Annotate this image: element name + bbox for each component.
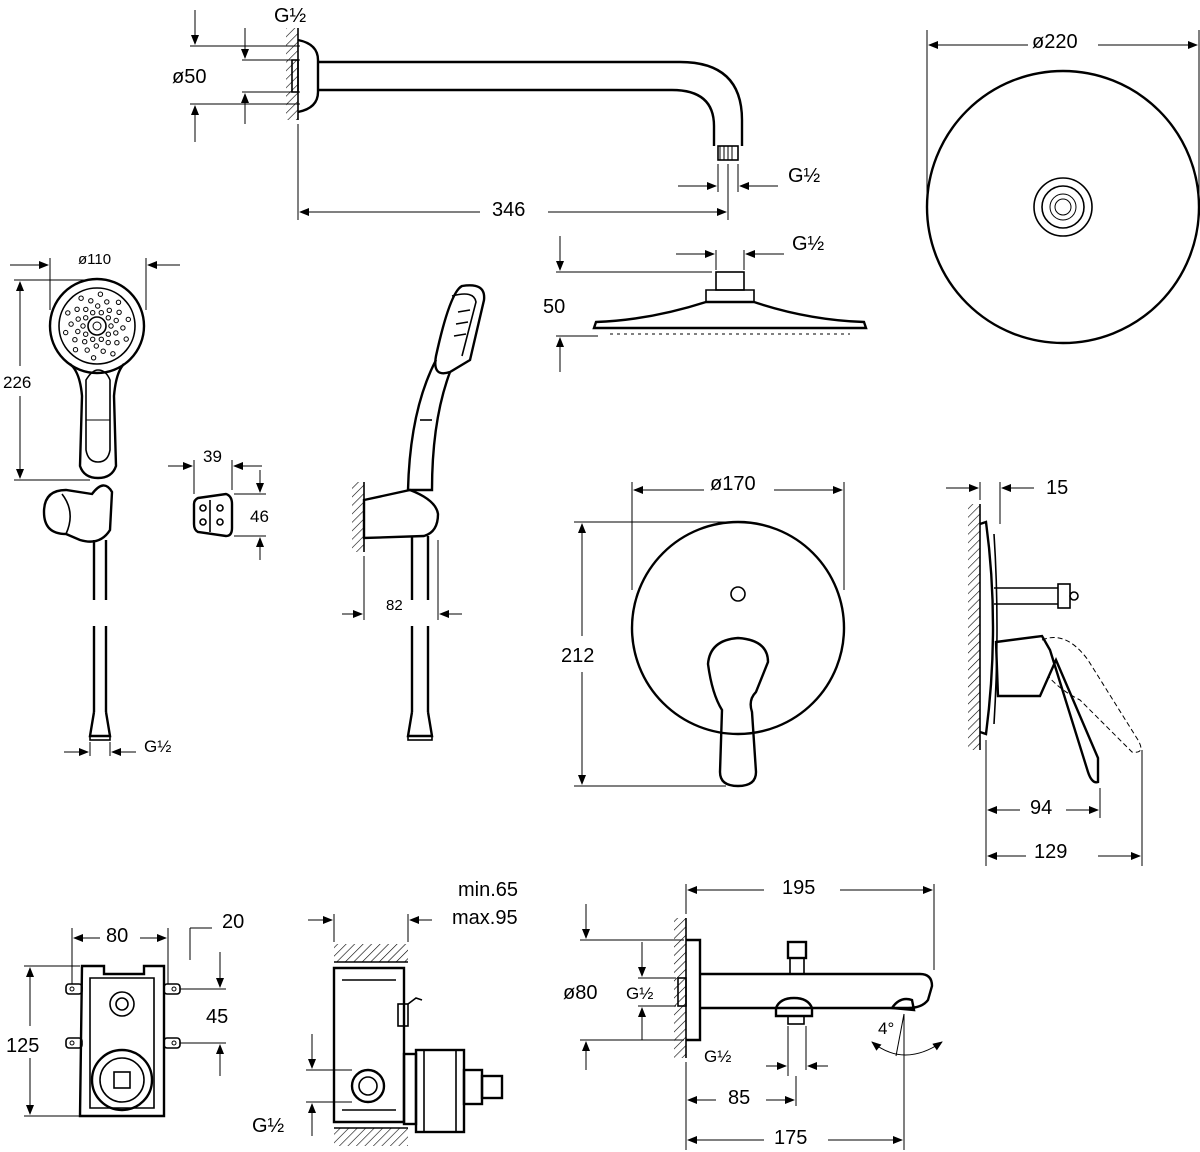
nozzle-dot xyxy=(108,323,114,329)
dim-plate-dia: ø170 xyxy=(710,473,756,495)
shower-arm-view: ø50 G½ 346 G½ xyxy=(172,5,821,221)
nozzle-dot xyxy=(95,303,101,309)
dim-total-depth: 129 xyxy=(1034,841,1067,863)
dim-holder-height: 46 xyxy=(250,507,269,526)
dim-head-height: 50 xyxy=(543,296,565,318)
dim-lever-depth: 94 xyxy=(1030,797,1052,819)
nozzle-dot xyxy=(83,315,89,321)
dim-hand-dia: ø110 xyxy=(78,251,111,268)
overhead-shower-side-view: G½ 50 xyxy=(543,233,868,372)
nozzle-dot xyxy=(120,325,126,331)
dim-spout-outlet-thread: G½ xyxy=(704,1047,731,1066)
nozzle-dot xyxy=(113,330,119,336)
nozzle-dot xyxy=(65,310,71,316)
dim-hand-length: 226 xyxy=(3,373,31,392)
nozzle-dot xyxy=(97,291,104,297)
nozzle-dot xyxy=(83,306,89,313)
nozzle-dot xyxy=(110,351,116,357)
nozzle-dot xyxy=(113,317,119,324)
nozzle-dot xyxy=(114,340,120,346)
dim-head-thread: G½ xyxy=(792,233,825,255)
dim-install-max: max.95 xyxy=(452,907,518,929)
nozzle-dot xyxy=(100,348,106,354)
nozzle-dot xyxy=(80,323,86,329)
dim-arm-thread: G½ xyxy=(274,5,307,27)
nozzle-dot xyxy=(72,347,79,353)
dim-box-thread: G½ xyxy=(252,1115,285,1137)
wall-holder-view: 39 46 xyxy=(168,447,269,560)
nozzle-dot xyxy=(90,336,96,342)
nozzle-dot xyxy=(78,295,84,301)
dim-box-height: 125 xyxy=(6,1035,39,1057)
nozzle-dot xyxy=(72,337,78,343)
dim-holder-width: 39 xyxy=(203,447,222,466)
nozzle-dot xyxy=(105,339,111,346)
dim-install-min: min.65 xyxy=(458,879,518,901)
mixer-plate-front-view: ø170 212 xyxy=(561,473,846,788)
nozzle-dot xyxy=(125,316,132,323)
nozzle-dot xyxy=(90,355,97,361)
nozzle-dot xyxy=(98,336,105,342)
nozzle-dot xyxy=(74,306,80,312)
dim-spout-total: 175 xyxy=(774,1127,807,1149)
nozzle-dot xyxy=(62,329,69,336)
nozzle-dot xyxy=(93,343,100,349)
dim-box-width: 80 xyxy=(106,925,128,947)
nozzle-pattern xyxy=(62,291,132,361)
nozzle-dot xyxy=(106,307,113,313)
dim-box-spacing: 45 xyxy=(206,1006,228,1028)
nozzle-dot xyxy=(88,298,94,304)
nozzle-dot xyxy=(98,310,105,316)
nozzle-dot xyxy=(75,328,81,335)
concealed-box-front-view: 80 20 45 125 xyxy=(6,911,244,1118)
nozzle-dot xyxy=(82,339,88,345)
nozzle-dot xyxy=(123,336,129,342)
dim-holder-projection: 82 xyxy=(386,597,403,614)
nozzle-dot xyxy=(75,316,81,322)
dim-spout-outlet-offset: 85 xyxy=(728,1087,750,1109)
overhead-shower-top-view: ø220 xyxy=(925,30,1200,345)
dim-spout-flange-dia: ø80 xyxy=(563,982,597,1004)
nozzle-dot xyxy=(116,309,122,315)
hand-shower-front-view: ø110 226 G½ xyxy=(3,251,180,756)
nozzle-dot xyxy=(104,299,110,305)
dim-plate-height: 212 xyxy=(561,645,594,667)
concealed-box-side-view: min.65 max.95 G½ xyxy=(252,879,518,1146)
nozzle-dot xyxy=(84,347,90,353)
nozzle-dot xyxy=(90,310,96,316)
dim-arm-outlet-thread: G½ xyxy=(788,165,821,187)
nozzle-dot xyxy=(68,321,74,327)
bath-spout-view: 195 ø80 G½ G½ 85 175 4° xyxy=(563,877,943,1150)
nozzle-dot xyxy=(115,299,122,305)
dim-spout-angle: 4° xyxy=(878,1019,894,1038)
nozzle-dot xyxy=(105,315,112,321)
dim-plate-offset: 15 xyxy=(1046,477,1068,499)
dim-box-offset: 20 xyxy=(222,911,244,933)
nozzle-dot xyxy=(105,331,112,337)
mixer-side-view: 15 94 129 xyxy=(946,477,1143,866)
dim-overhead-dia: ø220 xyxy=(1032,31,1078,53)
dim-arm-length: 346 xyxy=(492,199,525,221)
nozzle-dot xyxy=(83,331,89,337)
dim-spout-length: 195 xyxy=(782,877,815,899)
dim-arm-flange-dia: ø50 xyxy=(172,66,206,88)
hand-shower-side-view: 82 xyxy=(342,284,486,741)
dim-spout-inlet-thread: G½ xyxy=(626,984,653,1003)
dim-hose-thread: G½ xyxy=(144,737,171,756)
